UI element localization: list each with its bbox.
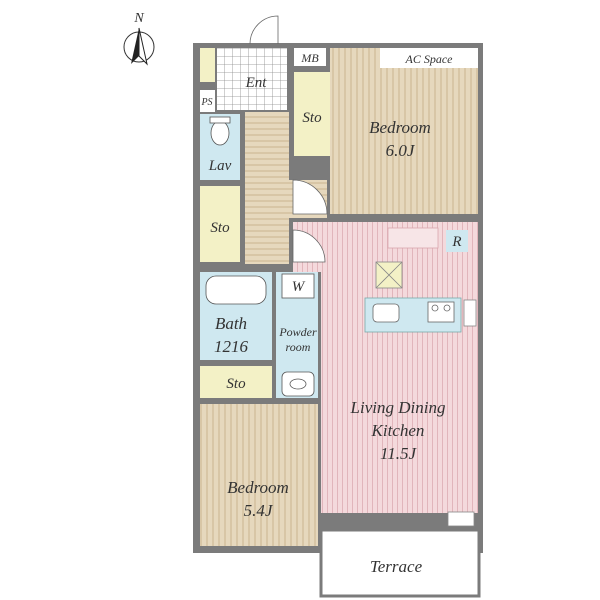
- lower-storage: [200, 366, 272, 398]
- hall-storage: [200, 186, 240, 262]
- bedroom-north-name: Bedroom: [369, 118, 431, 137]
- hallway-floor: [245, 112, 289, 264]
- compass-arrow-icon: [131, 28, 139, 64]
- ldk-label-line2: Kitchen: [371, 421, 425, 440]
- pipe-space: [200, 90, 215, 112]
- terrace: [319, 528, 481, 598]
- shoe-storage: [200, 48, 215, 82]
- compass-north-label: N: [133, 11, 144, 26]
- meter-box: [294, 48, 326, 66]
- compass: N: [123, 11, 155, 66]
- ldk-label-line1: Living Dining: [350, 398, 446, 417]
- bedroom-north-door: [292, 179, 328, 215]
- bath-size: 1216: [214, 337, 249, 356]
- washer-label: W: [292, 279, 306, 295]
- hall-storage-label: Sto: [210, 220, 230, 236]
- ldk-door: [292, 229, 326, 263]
- bedroom-south-name: Bedroom: [227, 478, 289, 497]
- washer: [281, 273, 315, 299]
- pipe-space-label: PS: [200, 97, 212, 108]
- bedroom-north-floor: [330, 48, 478, 214]
- bedroom-north-size: 6.0J: [386, 141, 416, 160]
- bedroom-north-storage: [294, 72, 330, 156]
- ldk-size: 11.5J: [380, 444, 417, 463]
- refrigerator-label: R: [451, 234, 461, 250]
- entrance-floor: [217, 48, 287, 110]
- lower-storage-label: Sto: [226, 376, 246, 392]
- toilet-icon: [210, 120, 230, 146]
- terrace-label: Terrace: [370, 557, 423, 576]
- bath-name: Bath: [215, 314, 247, 333]
- ac-space: [380, 48, 478, 68]
- stove-icon: [427, 301, 455, 323]
- powder-room-label-line1: Powder: [278, 325, 317, 339]
- meter-box-label: MB: [300, 51, 319, 65]
- bedroom-south-size: 5.4J: [244, 501, 274, 520]
- bathtub-icon: [205, 275, 267, 305]
- lavatory-label: Lav: [208, 158, 232, 174]
- entrance-door: [249, 15, 279, 45]
- entrance-label: Ent: [245, 75, 268, 91]
- sink-icon: [372, 303, 400, 323]
- bedroom-north-storage-label: Sto: [302, 110, 322, 126]
- refrigerator: [446, 230, 468, 252]
- powder-room-label-line2: room: [286, 340, 311, 354]
- bedroom-south-floor: [200, 404, 318, 546]
- washbasin-icon: [281, 371, 315, 397]
- ac-space-label: AC Space: [405, 52, 454, 66]
